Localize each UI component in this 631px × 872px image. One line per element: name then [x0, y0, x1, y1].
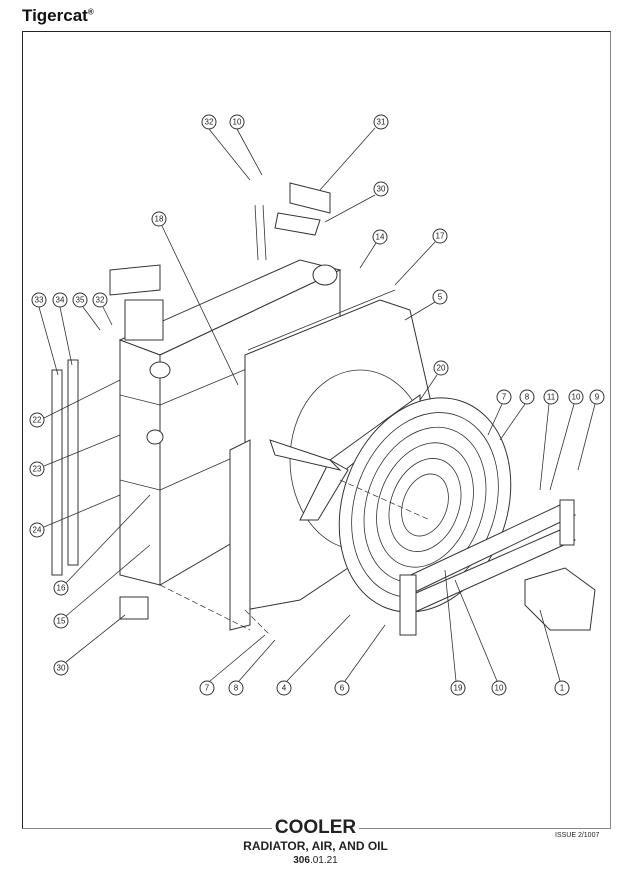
callout-32: 32: [201, 114, 217, 130]
svg-text:10: 10: [495, 684, 504, 693]
svg-text:32: 32: [205, 118, 214, 127]
svg-text:14: 14: [376, 233, 385, 242]
motor-frame: [399, 499, 596, 636]
svg-text:31: 31: [377, 118, 386, 127]
svg-text:16: 16: [57, 584, 66, 593]
svg-text:18: 18: [155, 215, 164, 224]
callout-19: 19: [450, 680, 466, 696]
callout-6: 6: [334, 680, 350, 696]
callout-1: 1: [554, 680, 570, 696]
page-title: COOLER: [0, 817, 631, 839]
callout-34: 34: [52, 292, 68, 308]
svg-text:8: 8: [525, 393, 530, 402]
callout-10b: 10: [568, 389, 584, 405]
callout-30: 30: [373, 181, 389, 197]
callout-35: 35: [72, 292, 88, 308]
callout-11: 11: [543, 389, 559, 405]
svg-text:11: 11: [547, 393, 556, 402]
svg-text:17: 17: [436, 232, 445, 241]
registered-mark: ®: [87, 7, 94, 17]
callout-7b: 7: [199, 680, 215, 696]
svg-text:5: 5: [438, 293, 443, 302]
section-number-rest: .01.21: [309, 855, 338, 866]
callout-10c: 10: [491, 680, 507, 696]
svg-text:4: 4: [282, 684, 287, 693]
callout-9: 9: [589, 389, 605, 405]
section-number: 306.01.21: [0, 855, 631, 866]
svg-text:22: 22: [33, 416, 42, 425]
callout-20: 20: [433, 360, 449, 376]
callout-14: 14: [372, 229, 388, 245]
svg-text:33: 33: [35, 296, 44, 305]
svg-text:19: 19: [454, 684, 463, 693]
svg-text:9: 9: [595, 393, 600, 402]
callout-22: 22: [29, 412, 45, 428]
issue-label: ISSUE 2/1007: [555, 832, 600, 839]
svg-text:32: 32: [96, 296, 105, 305]
brand-logo: Tigercat®: [22, 6, 94, 26]
svg-text:7: 7: [502, 393, 507, 402]
dashed-assembly-lines: [159, 479, 431, 636]
title-main: COOLER: [271, 817, 360, 838]
callout-8: 8: [519, 389, 535, 405]
svg-text:30: 30: [57, 664, 66, 673]
svg-text:1: 1: [560, 684, 565, 693]
svg-text:23: 23: [33, 465, 42, 474]
brand-name: Tigercat: [22, 6, 88, 25]
callout-31: 31: [373, 114, 389, 130]
callout-8b: 8: [228, 680, 244, 696]
svg-text:8: 8: [234, 684, 239, 693]
svg-text:30: 30: [377, 185, 386, 194]
callout-17: 17: [432, 228, 448, 244]
callout-24: 24: [29, 522, 45, 538]
callout-23: 23: [29, 461, 45, 477]
callout-33: 33: [31, 292, 47, 308]
svg-text:24: 24: [33, 526, 42, 535]
svg-text:10: 10: [233, 118, 242, 127]
callout-5: 5: [432, 289, 448, 305]
svg-text:10: 10: [572, 393, 581, 402]
section-number-bold: 306: [293, 855, 310, 866]
callout-16: 16: [53, 580, 69, 596]
callout-7: 7: [496, 389, 512, 405]
callout-4: 4: [276, 680, 292, 696]
svg-text:35: 35: [76, 296, 85, 305]
svg-text:34: 34: [56, 296, 65, 305]
svg-text:6: 6: [340, 684, 345, 693]
callout-32b: 32: [92, 292, 108, 308]
svg-text:15: 15: [57, 617, 66, 626]
callout-10: 10: [229, 114, 245, 130]
brackets: [274, 182, 331, 236]
svg-text:7: 7: [205, 684, 210, 693]
leader-lines: [38, 127, 596, 682]
callout-18: 18: [151, 211, 167, 227]
svg-text:20: 20: [437, 364, 446, 373]
page-subtitle: RADIATOR, AIR, AND OIL: [243, 839, 388, 853]
callout-15: 15: [53, 613, 69, 629]
callout-30b: 30: [53, 660, 69, 676]
